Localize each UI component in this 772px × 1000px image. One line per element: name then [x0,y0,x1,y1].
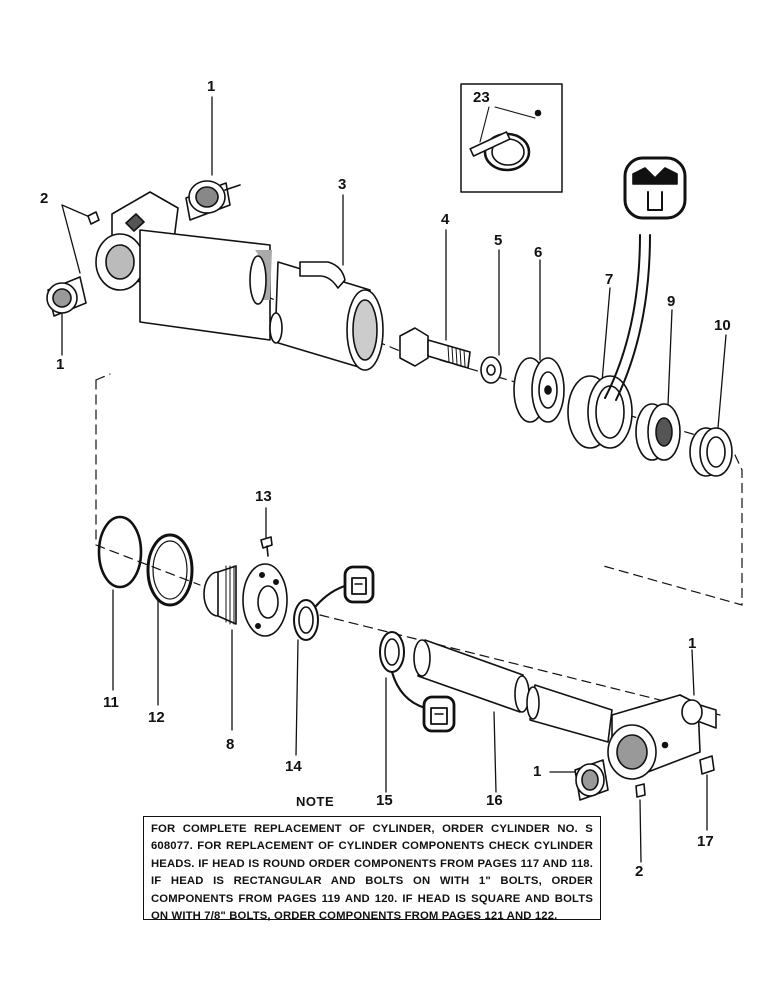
pin-bushing-bottom [574,759,609,801]
inset-box-item-23 [460,83,563,193]
callout-8: 8 [226,736,235,753]
pin-bushing-top [185,180,241,221]
leader-lines [61,96,727,863]
piston [513,357,565,423]
callout-14: 14 [285,758,302,775]
callout-3: 3 [338,176,347,193]
seal-section-inset [604,156,687,401]
callout-9: 9 [667,293,676,310]
head-screw [260,536,273,557]
callout-2-top: 2 [40,190,49,207]
callout-6: 6 [534,244,543,261]
callout-2-bottom: 2 [635,863,644,880]
callout-16: 16 [486,792,503,809]
pin-bushing-left [46,276,87,317]
callout-4: 4 [441,211,450,228]
callout-5: 5 [494,232,503,249]
callout-7: 7 [605,271,614,288]
set-screw [699,755,715,775]
rod-seal [293,565,375,641]
wiper-seal [379,631,456,733]
washer [480,356,502,384]
cylinder-head [203,563,288,637]
callout-1-left: 1 [56,356,65,373]
callout-10: 10 [714,317,731,334]
callout-23: 23 [473,89,490,106]
grease-fitting-bottom [635,783,646,798]
callout-1-top: 1 [207,78,216,95]
piston-bolt [399,327,471,369]
callout-1-right: 1 [688,635,697,652]
callout-17: 17 [697,833,714,850]
callout-15: 15 [376,792,393,809]
callout-12: 12 [148,709,165,726]
rod-wiper [635,403,681,461]
grease-fitting-top [87,211,100,225]
note-title: NOTE [296,794,335,809]
backup-ring [146,533,194,607]
piston-rod [413,639,613,743]
callout-1-bottom: 1 [533,763,542,780]
callout-11: 11 [103,694,119,711]
note-box: FOR COMPLETE REPLACEMENT OF CYLINDER, OR… [143,816,601,922]
callout-13: 13 [255,488,272,505]
rod-eye-end [607,694,717,780]
cylinder-barrel [95,191,384,371]
o-ring [97,515,143,589]
rod-bushing [689,427,733,477]
